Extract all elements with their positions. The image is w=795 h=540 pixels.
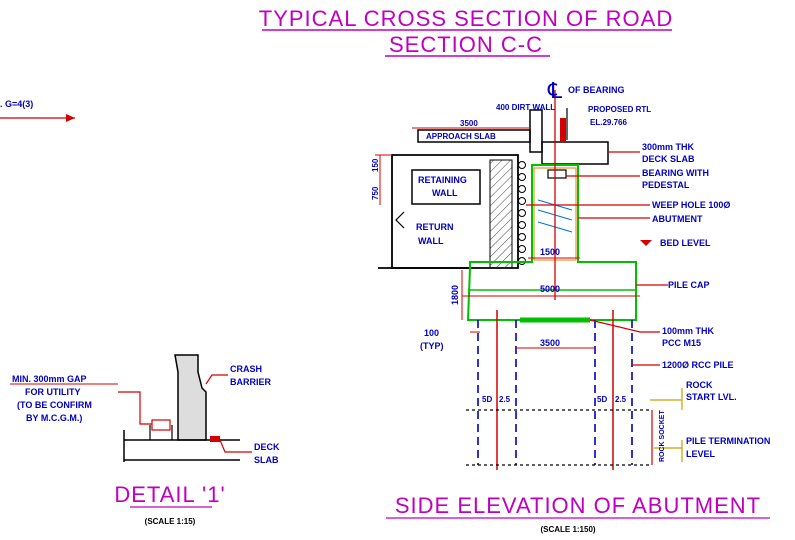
- retaining-label-1: RETAINING: [418, 175, 467, 185]
- rcc-pile-label: 1200Ø RCC PILE: [662, 360, 734, 370]
- approach-slab-label: APPROACH SLAB: [426, 132, 496, 141]
- dim-5d-left: 5D: [482, 395, 492, 404]
- el-label: EL.29.766: [590, 118, 627, 127]
- dirt-wall: [529, 109, 543, 153]
- detail-title: DETAIL '1': [114, 482, 225, 507]
- deck-slab: [541, 141, 609, 165]
- weep-hole: [518, 161, 526, 169]
- piles: [477, 310, 633, 470]
- pile-term-label-2: LEVEL: [686, 449, 716, 459]
- dim-25-right: 2.5: [615, 395, 627, 404]
- proposed-rtl-label: PROPOSED RTL: [588, 105, 651, 114]
- weep-hole: [518, 197, 526, 205]
- weep-hole: [518, 173, 526, 181]
- detail-1: MIN. 300mm GAP FOR UTILITY (TO BE CONFIR…: [10, 354, 280, 526]
- retaining-label-box: [411, 169, 481, 205]
- deck-slab-label-1: 300mm THK: [642, 142, 695, 152]
- pcc-label-1: 100mm THK: [662, 326, 715, 336]
- left-edge-note: . G=4(3): [0, 99, 33, 109]
- dim-5000: 5000: [540, 284, 560, 294]
- dim-100: 100: [424, 328, 439, 338]
- deck-label-1: DECK: [254, 442, 280, 452]
- crash-barrier-shape: [174, 354, 207, 441]
- cl-bearing-label: OF BEARING: [568, 85, 625, 95]
- retaining-label-2: WALL: [432, 188, 458, 198]
- weep-holes: [518, 161, 526, 265]
- bearing-pedestal: [547, 169, 567, 179]
- return-wall-break: [395, 211, 405, 229]
- main-title-line2: SECTION C-C: [389, 32, 543, 57]
- left-edge-arrowhead: [66, 114, 75, 122]
- rtl-marker: [560, 118, 566, 142]
- deck-slab-label-2: DECK SLAB: [642, 154, 695, 164]
- dim-25-left: 2.5: [499, 395, 511, 404]
- dim-750: 750: [371, 186, 380, 200]
- gap-label-2: FOR UTILITY: [25, 387, 81, 397]
- return-label-2: WALL: [418, 236, 444, 246]
- weep-hole: [518, 185, 526, 193]
- dirt-wall-label: 400 DIRT WALL: [496, 103, 555, 112]
- rock-label-1: ROCK: [686, 380, 713, 390]
- pcc-leader: [589, 319, 660, 333]
- weep-hole: [518, 209, 526, 217]
- weep-hole: [518, 221, 526, 229]
- cl-symbol: ℄: [547, 78, 563, 103]
- dim-1800: 1800: [450, 285, 460, 305]
- weep-hole: [518, 233, 526, 241]
- detail-gap-box: [151, 419, 171, 431]
- gap-label-3: (TO BE CONFIRM: [17, 400, 92, 410]
- weep-hole-label: WEEP HOLE 100Ø: [652, 200, 730, 210]
- weep-hole: [518, 245, 526, 253]
- deck-leader: [219, 439, 252, 453]
- pile-cap-label: PILE CAP: [668, 280, 710, 290]
- bed-level-label: BED LEVEL: [660, 238, 711, 248]
- backfill-hatch: [489, 159, 513, 269]
- detail-deck-mark: [210, 436, 220, 442]
- bed-level-marker: [640, 240, 652, 246]
- bearing-label-1: BEARING WITH: [642, 168, 709, 178]
- elevation-title: SIDE ELEVATION OF ABUTMENT: [395, 493, 761, 518]
- typ-label: (TYP): [420, 341, 444, 351]
- dim-3500-top: 3500: [460, 119, 478, 128]
- gap-label-1: MIN. 300mm GAP: [12, 374, 87, 384]
- detail-scale: (SCALE 1:15): [145, 517, 196, 526]
- crash-label-2: BARRIER: [230, 377, 272, 387]
- gap-label-4: BY M.C.G.M.): [26, 413, 82, 423]
- main-title-line1: TYPICAL CROSS SECTION OF ROAD: [259, 6, 673, 31]
- dim-150: 150: [371, 158, 380, 172]
- dim-1500: 1500: [540, 247, 560, 257]
- elevation-scale: (SCALE 1:150): [540, 525, 595, 534]
- rock-label-2: START LVL.: [686, 392, 737, 402]
- abutment-label: ABUTMENT: [652, 214, 703, 224]
- abutment-elevation: ℄ OF BEARING 400 DIRT WALL PROPOSED RTL …: [371, 78, 770, 534]
- dim-3500-mid: 3500: [540, 338, 560, 348]
- gap-leader: [118, 391, 152, 425]
- pile-term-label-1: PILE TERMINATION: [686, 436, 770, 446]
- dim-5d-right: 5D: [597, 395, 607, 404]
- crash-leader: [205, 374, 228, 385]
- crash-label-1: CRASH: [230, 364, 262, 374]
- return-label-1: RETURN: [416, 222, 454, 232]
- bearing-label-2: PEDESTAL: [642, 180, 690, 190]
- retaining-wall-body: [391, 154, 519, 269]
- deck-label-2: SLAB: [254, 455, 279, 465]
- rock-socket-label: ROCK SOCKET: [659, 410, 666, 462]
- pcc-label-2: PCC M15: [662, 338, 701, 348]
